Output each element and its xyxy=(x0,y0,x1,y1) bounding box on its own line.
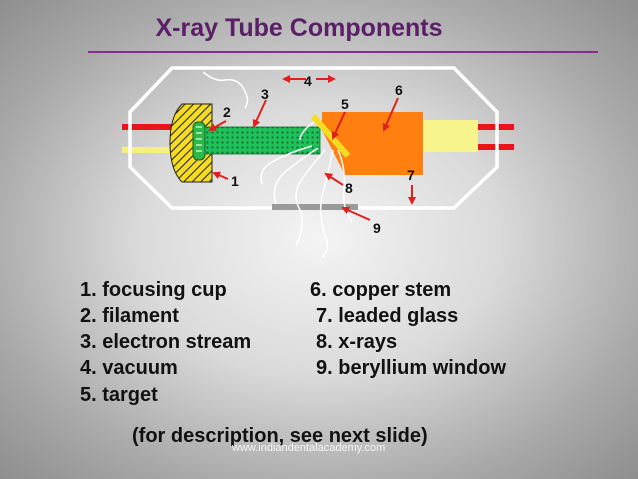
callout-number-1: 1 xyxy=(231,173,239,189)
callout-number-6: 6 xyxy=(395,82,403,98)
legend-item-vacuum: 4. vacuum xyxy=(80,357,178,379)
legend-item-xrays: 8. x-rays xyxy=(316,331,398,353)
arrow-target xyxy=(331,111,346,140)
stem-end xyxy=(423,120,478,152)
callout-number-2: 2 xyxy=(223,104,231,120)
legend-item-beryllium-window: 9. beryllium window xyxy=(316,357,507,379)
filament xyxy=(192,121,206,161)
arrow-electron-stream xyxy=(252,99,267,128)
callout-number-8: 8 xyxy=(345,180,353,196)
beryllium-window xyxy=(272,204,358,210)
arrow-beryllium-window xyxy=(341,206,371,221)
arrow-copper-stem xyxy=(382,97,399,132)
title-divider xyxy=(88,51,598,53)
legend-item-filament: 2. filament xyxy=(80,305,179,327)
callout-number-3: 3 xyxy=(261,86,269,102)
callout-number-4: 4 xyxy=(304,73,312,89)
description-note: (for description, see next slide) xyxy=(132,425,428,447)
glass-envelope xyxy=(128,66,499,210)
watermark-url: www.indiandentalacademy.com xyxy=(232,442,386,454)
target xyxy=(310,114,351,158)
callout-number-5: 5 xyxy=(341,96,349,112)
xray-waves xyxy=(202,71,353,259)
slide-title: X-ray Tube Components xyxy=(155,14,443,42)
legend-item-electron-stream: 3. electron stream xyxy=(80,331,252,353)
legend-item-leaded-glass: 7. leaded glass xyxy=(316,305,459,327)
copper-stem xyxy=(322,112,423,175)
callout-number-9: 9 xyxy=(373,220,381,236)
callout-arrows xyxy=(208,97,416,221)
arrow-xrays xyxy=(324,172,344,186)
legend-item-target: 5. target xyxy=(80,384,158,406)
arrow-focusing-cup xyxy=(212,171,229,180)
filament-coil xyxy=(196,126,202,152)
arrow-filament xyxy=(208,120,227,131)
legend-item-copper-stem: 6. copper stem xyxy=(310,279,452,301)
electron-stream xyxy=(204,126,321,155)
legend-item-focusing-cup: 1. focusing cup xyxy=(80,279,227,301)
callout-number-7: 7 xyxy=(407,167,415,183)
